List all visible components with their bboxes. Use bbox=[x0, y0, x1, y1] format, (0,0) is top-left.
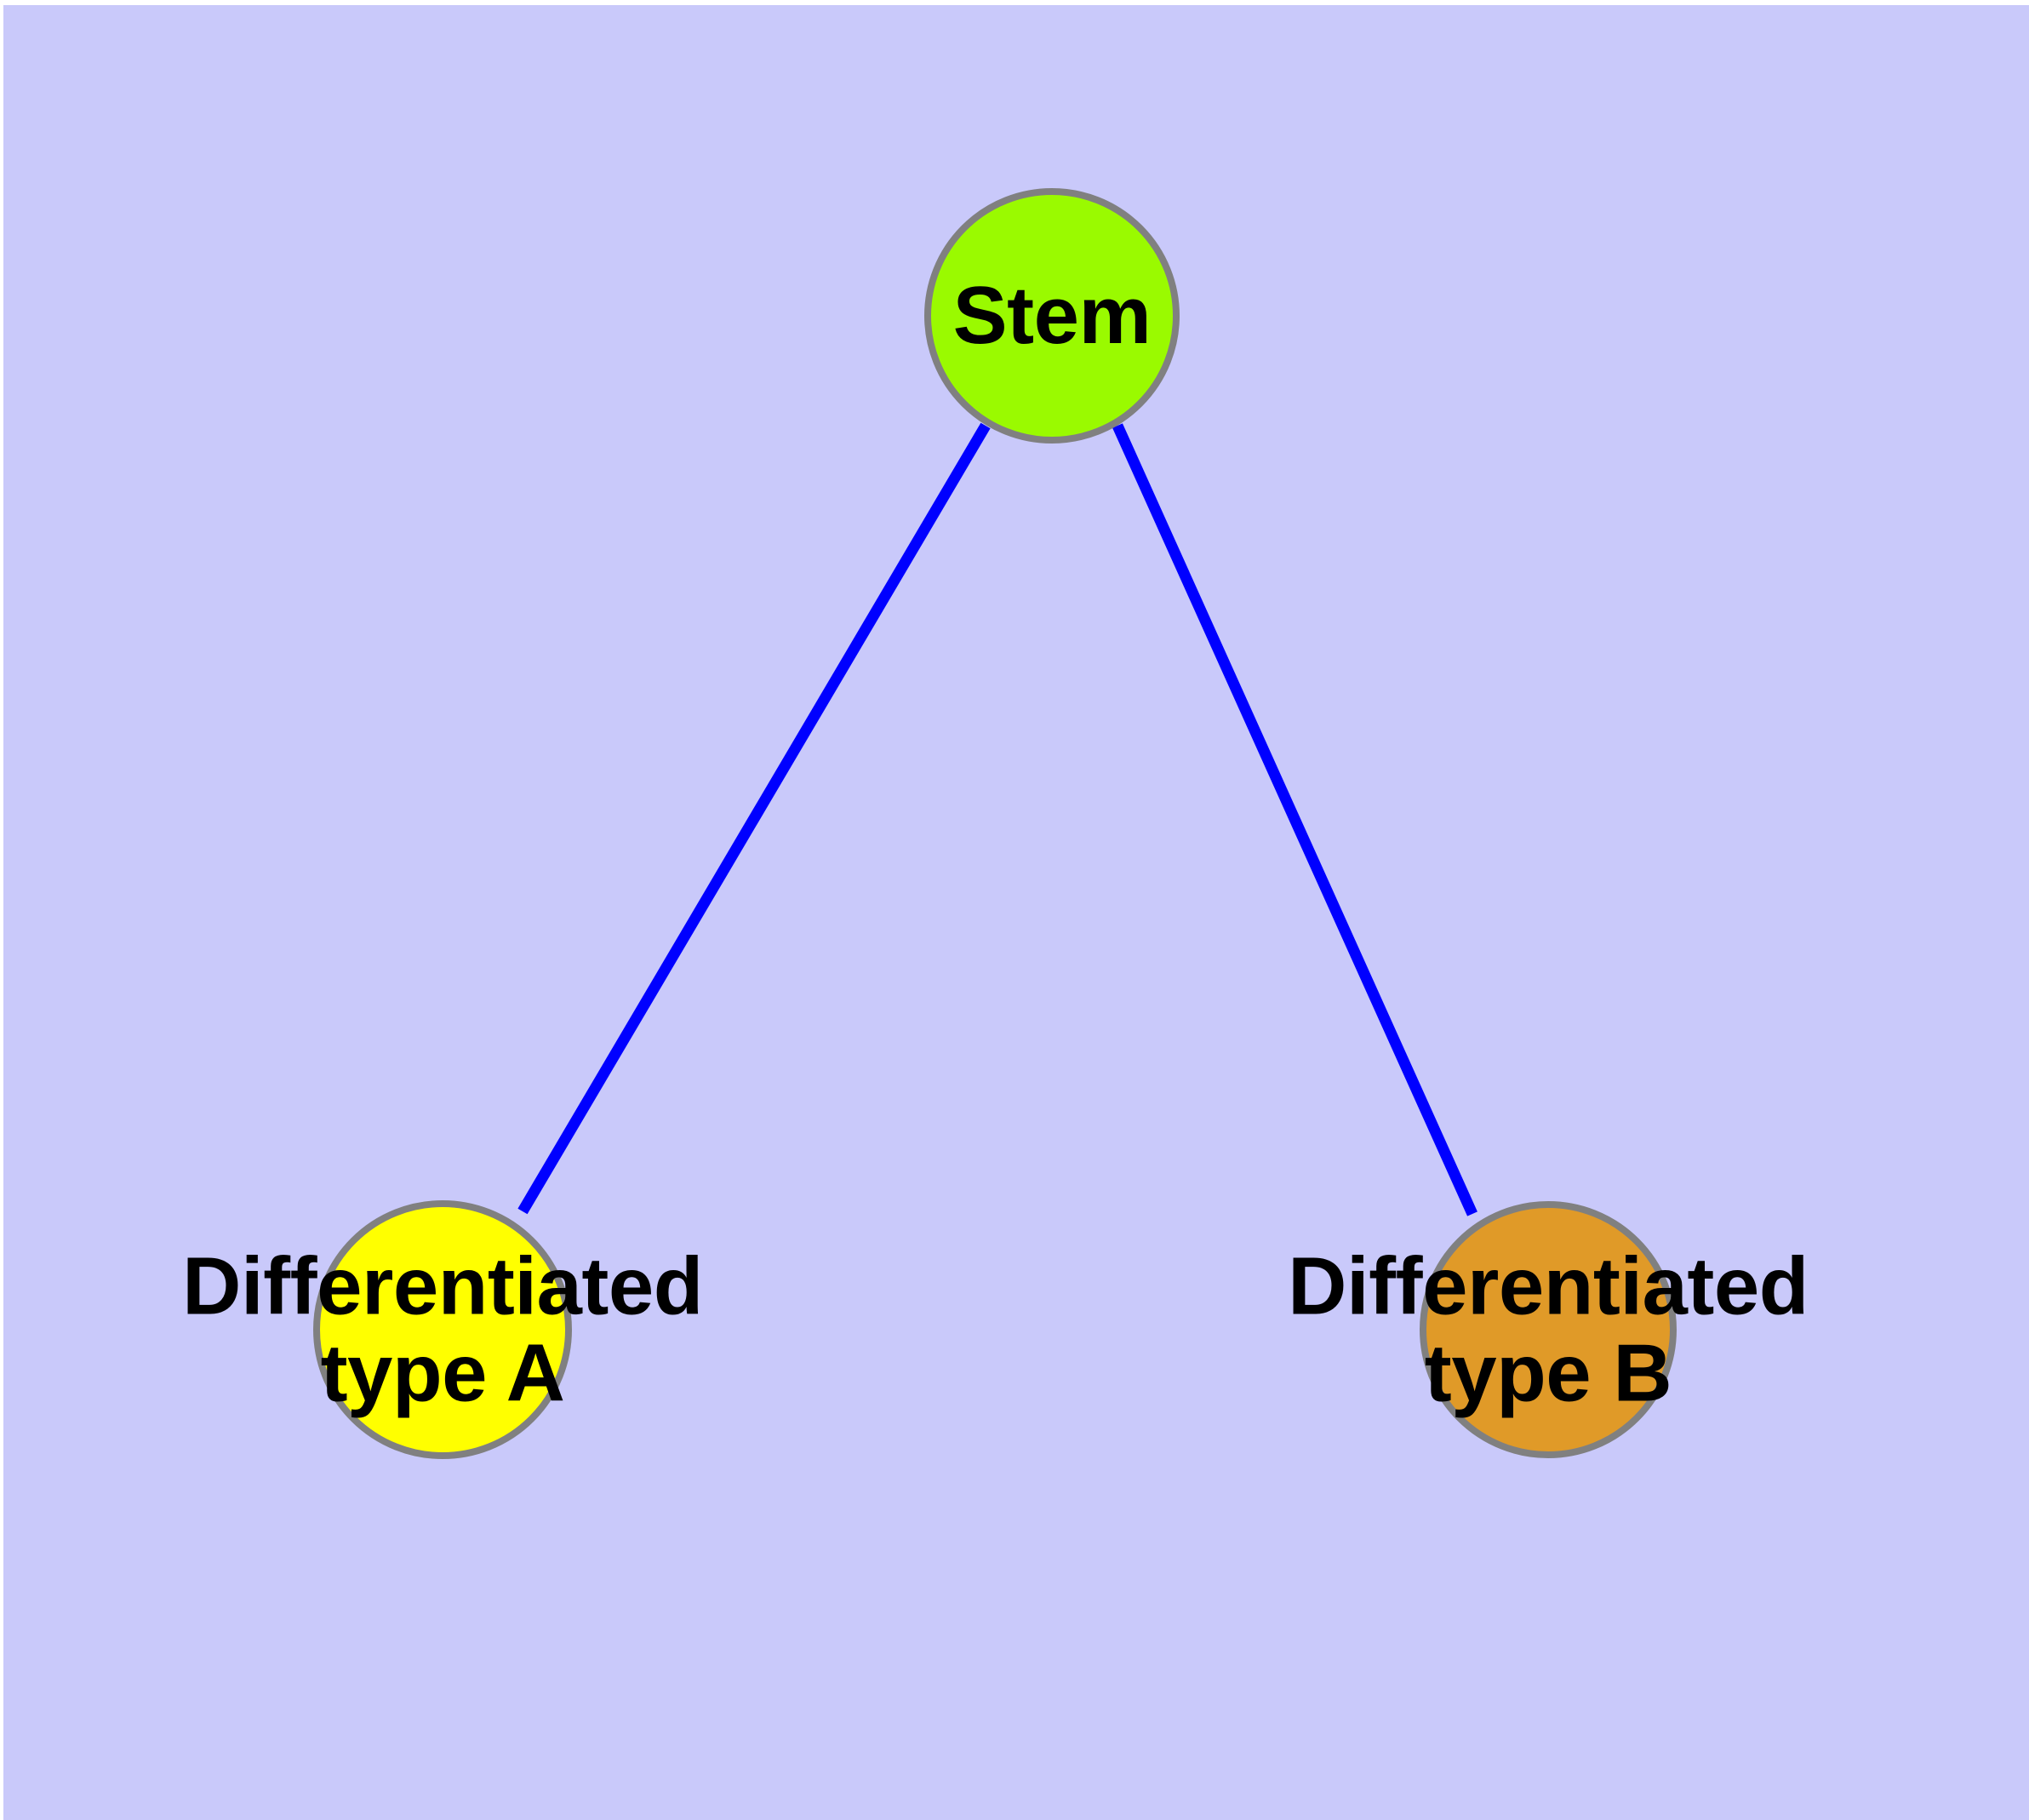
graph-edge-stem-diff_a[interactable] bbox=[517, 422, 991, 1215]
graph-node-stem[interactable] bbox=[924, 188, 1180, 444]
graph-node-diff_a[interactable] bbox=[313, 1200, 572, 1459]
node-layer bbox=[313, 188, 1677, 1459]
graph-edge-stem-diff_b[interactable] bbox=[1112, 423, 1477, 1216]
edge-layer bbox=[517, 422, 1477, 1216]
graph-node-diff_b[interactable] bbox=[1420, 1201, 1677, 1458]
